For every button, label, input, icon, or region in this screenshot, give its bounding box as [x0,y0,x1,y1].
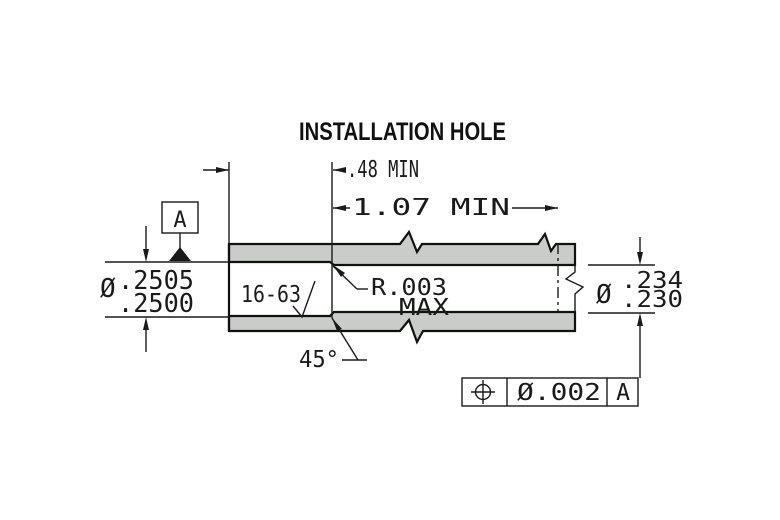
dim-48-right-arrow [333,167,346,173]
dim-hole-bottom-arrow [143,317,149,330]
datum-triangle-icon [169,247,191,261]
dim-thru-top-arrow [637,252,643,265]
dim-107-right-arrow [545,205,558,211]
fcf-tolerance-label: Ø.002 [517,380,601,406]
drawing-title: INSTALLATION HOLE [299,118,506,146]
dim-107-left-arrow [333,205,346,211]
corner-radius-max-label: MAX [399,295,449,321]
thru-diameter-upper-limit: .234 [621,268,683,294]
surface-finish-label: 16-63 [241,282,301,308]
fcf-frame [461,377,639,407]
chamfer-angle-label: 45° [299,347,339,373]
fcf-datum-reference-label: A [616,380,630,406]
position-symbol-icon [471,380,495,404]
dim-full-depth-label: 1.07 MIN [352,195,510,221]
hole-diameter-symbol: Ø [100,274,116,304]
chamfer-leader-arrow [332,318,342,331]
thru-diameter-lower-limit: .230 [621,287,683,313]
datum-label: A [173,208,186,233]
thru-diameter-symbol: Ø [596,280,612,310]
hole-diameter-upper-limit: .2505 [118,266,194,296]
corner-radius-label: R.003 [371,275,447,301]
surface-finish-icon [292,280,316,319]
dim-48-left-arrow [216,167,229,173]
radius-leader-arrow [333,265,345,277]
dim-hole-top-arrow [143,249,149,262]
dim-counterbore-depth-label: .48 MIN [347,157,419,183]
hole-diameter-lower-limit: .2500 [118,289,194,319]
part-bottom-wall [227,310,577,345]
dim-thru-bottom-arrow [637,313,643,326]
part-right-break-line [564,265,585,312]
